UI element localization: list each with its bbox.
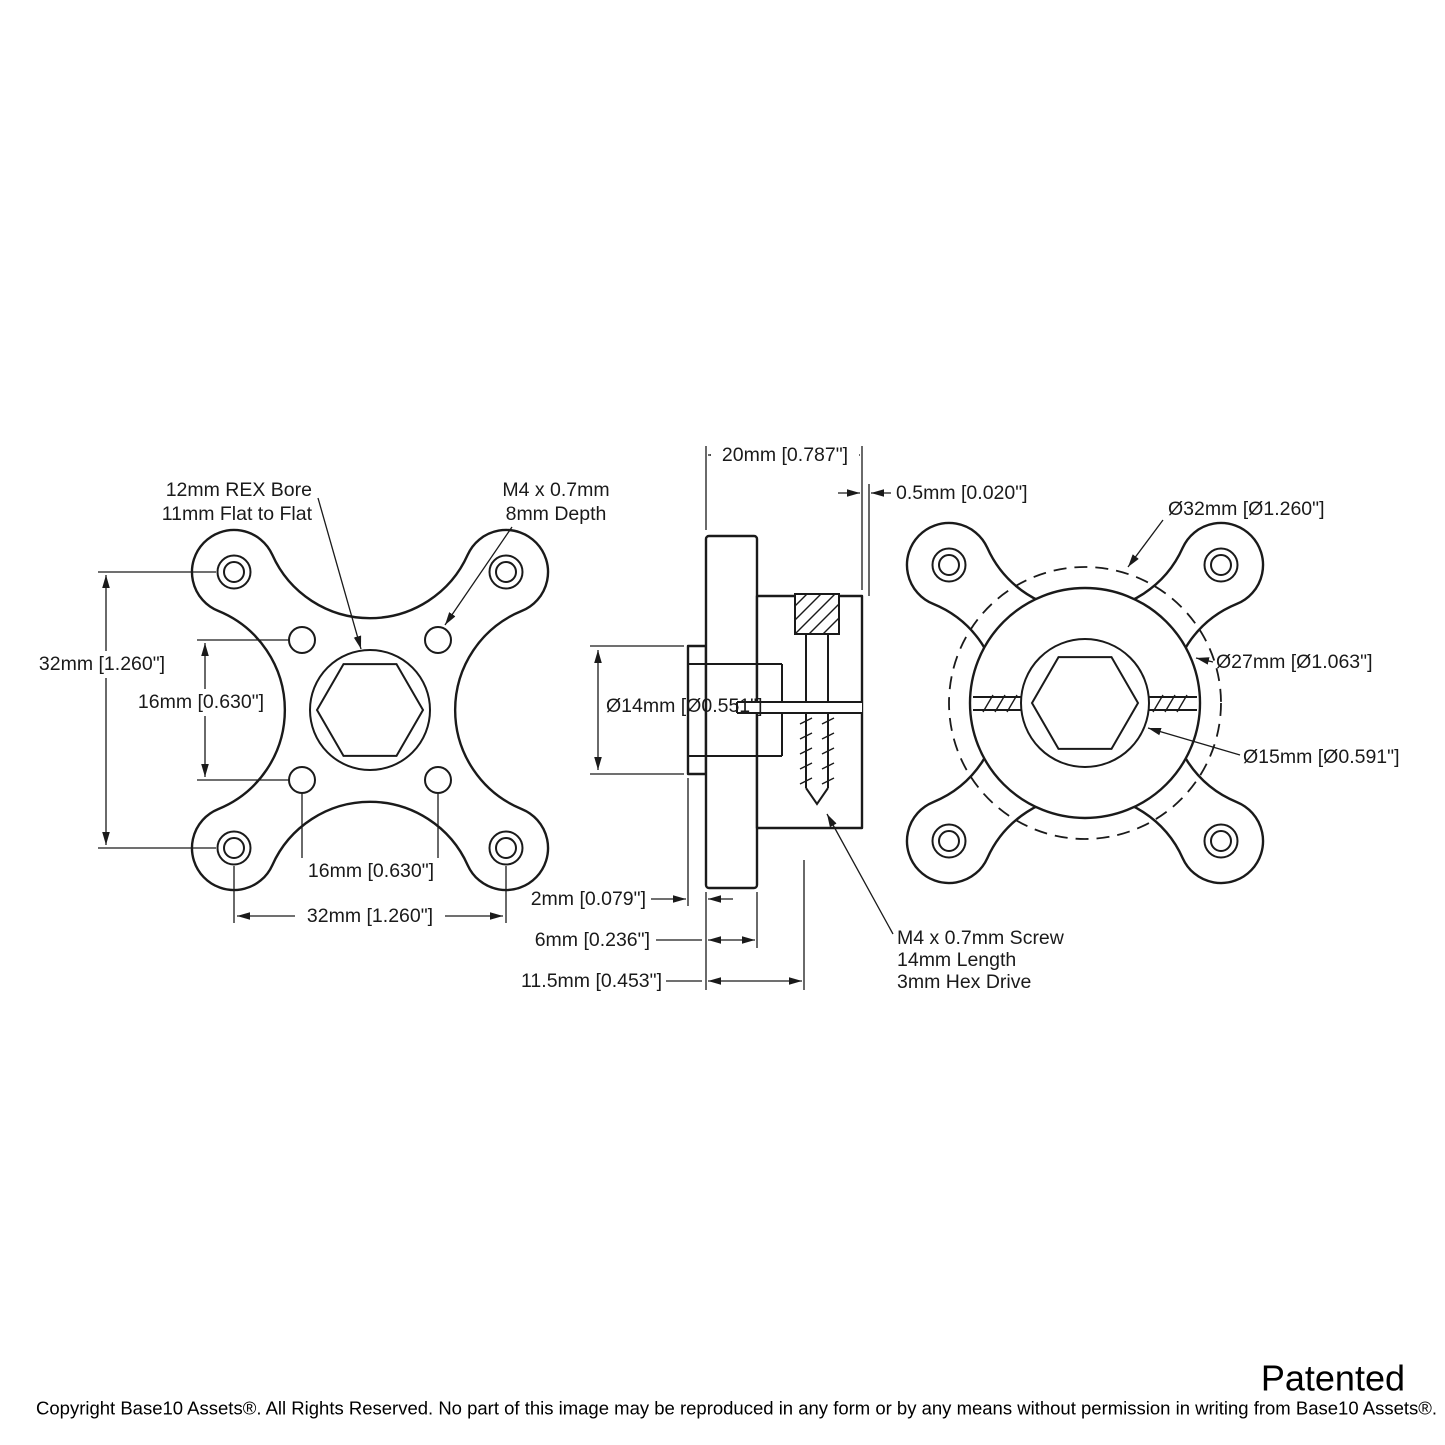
front-note-bore-line2: 11mm Flat to Flat <box>162 503 313 525</box>
front-view: 12mm REX Bore 11mm Flat to Flat M4 x 0.7… <box>28 479 610 930</box>
side-screw-threads <box>799 714 835 806</box>
front-note-tap-line1: M4 x 0.7mm <box>502 479 609 501</box>
front-bore-circle <box>309 649 431 771</box>
side-view: 20mm [0.787"] 0.5mm [0.020"] Ø14mm [Ø0.5… <box>521 442 1065 993</box>
back-view: Ø32mm [Ø1.260"] Ø27mm [Ø1.063"] Ø15mm [Ø… <box>905 498 1400 885</box>
patented-label: Patented <box>1261 1358 1405 1399</box>
front-rex-hex-bore <box>315 663 425 757</box>
dim-label-32mm-vertical: 32mm [1.260"] <box>39 653 165 675</box>
dim-label-6mm-flange: 6mm [0.236"] <box>535 929 650 951</box>
dim-label-dia15mm: Ø15mm [Ø0.591"] <box>1243 746 1400 768</box>
dim-label-16mm-vertical: 16mm [0.630"] <box>138 691 264 713</box>
copyright-notice: Copyright Base10 Assets®. All Rights Res… <box>36 1398 1437 1419</box>
dim-label-dia32mm: Ø32mm [Ø1.260"] <box>1168 498 1325 520</box>
side-screw-head-hatch <box>794 593 840 635</box>
dim-label-16mm-horizontal: 16mm [0.630"] <box>308 860 434 882</box>
dim-label-2mm-boss: 2mm [0.079"] <box>531 888 646 910</box>
side-note-screw-line3: 3mm Hex Drive <box>897 971 1031 993</box>
back-dimension-lines <box>1127 519 1241 756</box>
footer: Patented Copyright Base10 Assets®. All R… <box>36 1358 1437 1419</box>
side-note-screw-line1: M4 x 0.7mm Screw <box>897 927 1065 949</box>
back-corner-holes <box>931 547 1239 859</box>
side-screw-shaft <box>805 634 829 701</box>
dim-label-32mm-horizontal: 32mm [1.260"] <box>307 905 433 927</box>
back-boss-circle <box>1020 638 1150 768</box>
dim-label-11p5mm-hub: 11.5mm [0.453"] <box>521 970 662 992</box>
back-flange-ref-circle <box>948 566 1222 840</box>
dim-label-dia27mm: Ø27mm [Ø1.063"] <box>1216 651 1373 673</box>
dim-label-dia14mm: Ø14mm [Ø0.551"] <box>606 695 763 717</box>
side-clamp-slit <box>736 701 862 714</box>
dim-label-20mm-width: 20mm [0.787"] <box>722 444 848 466</box>
front-note-bore-line1: 12mm REX Bore <box>166 479 312 501</box>
dim-label-0p5mm-recess: 0.5mm [0.020"] <box>896 482 1028 504</box>
front-tap-holes <box>288 626 452 794</box>
side-note-screw-line2: 14mm Length <box>897 949 1016 971</box>
front-note-tap-line2: 8mm Depth <box>506 503 607 525</box>
front-corner-holes <box>216 554 524 866</box>
back-rex-hex-bore <box>1030 656 1140 750</box>
